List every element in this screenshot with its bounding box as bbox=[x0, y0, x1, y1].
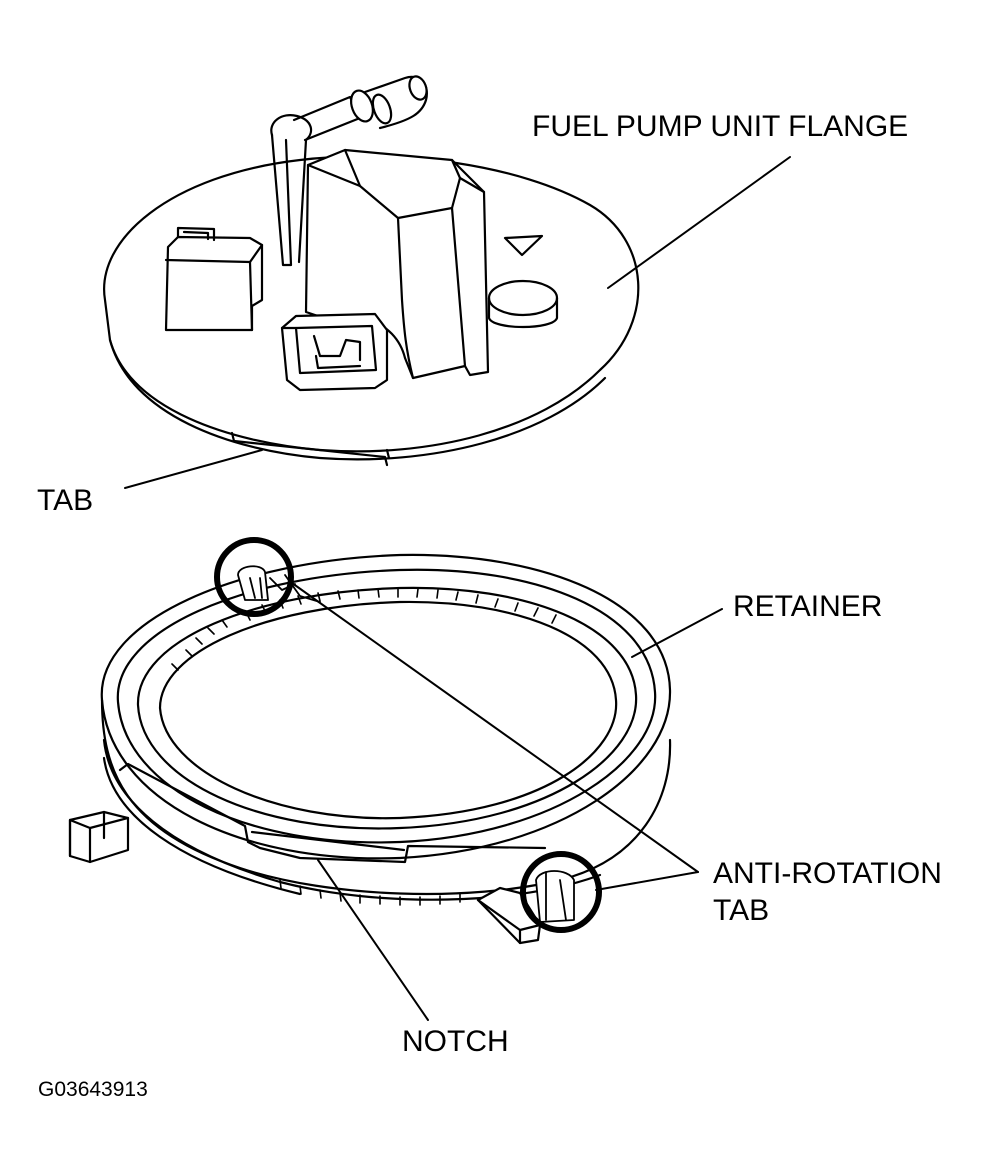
notch-label: NOTCH bbox=[402, 1025, 509, 1058]
flange-boss bbox=[487, 279, 559, 329]
flange-electrical-socket bbox=[280, 312, 389, 392]
flange-connector-block bbox=[164, 226, 264, 332]
retainer-notch bbox=[118, 762, 547, 864]
fuel-pump-unit-flange-label: FUEL PUMP UNIT FLANGE bbox=[532, 110, 909, 143]
leader-notch bbox=[317, 859, 429, 1021]
anti-rotation-highlight-lower bbox=[520, 851, 602, 933]
fuel-outlet-pipe bbox=[270, 75, 428, 267]
leader-flange bbox=[607, 156, 791, 289]
pump-housing bbox=[304, 148, 490, 380]
anti-rotation-label-line2: TAB bbox=[713, 894, 770, 927]
flange-disk-edge bbox=[108, 338, 607, 461]
leader-anti-rotation-lower bbox=[595, 871, 699, 891]
leader-tab bbox=[124, 449, 263, 489]
leader-retainer bbox=[631, 608, 723, 658]
retainer-left-locking-tab bbox=[68, 810, 130, 864]
retainer-label: RETAINER bbox=[733, 590, 883, 623]
anti-rotation-tab-lower bbox=[535, 870, 575, 923]
retainer-outer-top bbox=[100, 553, 672, 860]
anti-rotation-label-line1: ANTI-ROTATION bbox=[713, 857, 942, 890]
leader-anti-rotation-upper bbox=[291, 582, 699, 873]
retainer-ring bbox=[68, 553, 672, 945]
retainer-inner-lip bbox=[136, 586, 638, 830]
retainer-inner-edge bbox=[158, 600, 618, 820]
leader-lines bbox=[124, 156, 791, 1021]
figure-id: G03643913 bbox=[38, 1078, 148, 1101]
flange-tab bbox=[230, 431, 389, 467]
tab-label: TAB bbox=[37, 484, 94, 517]
alignment-triangle-icon bbox=[503, 234, 544, 257]
anti-rotation-highlight-upper bbox=[214, 537, 294, 617]
fuel-pump-unit-flange bbox=[103, 75, 640, 467]
